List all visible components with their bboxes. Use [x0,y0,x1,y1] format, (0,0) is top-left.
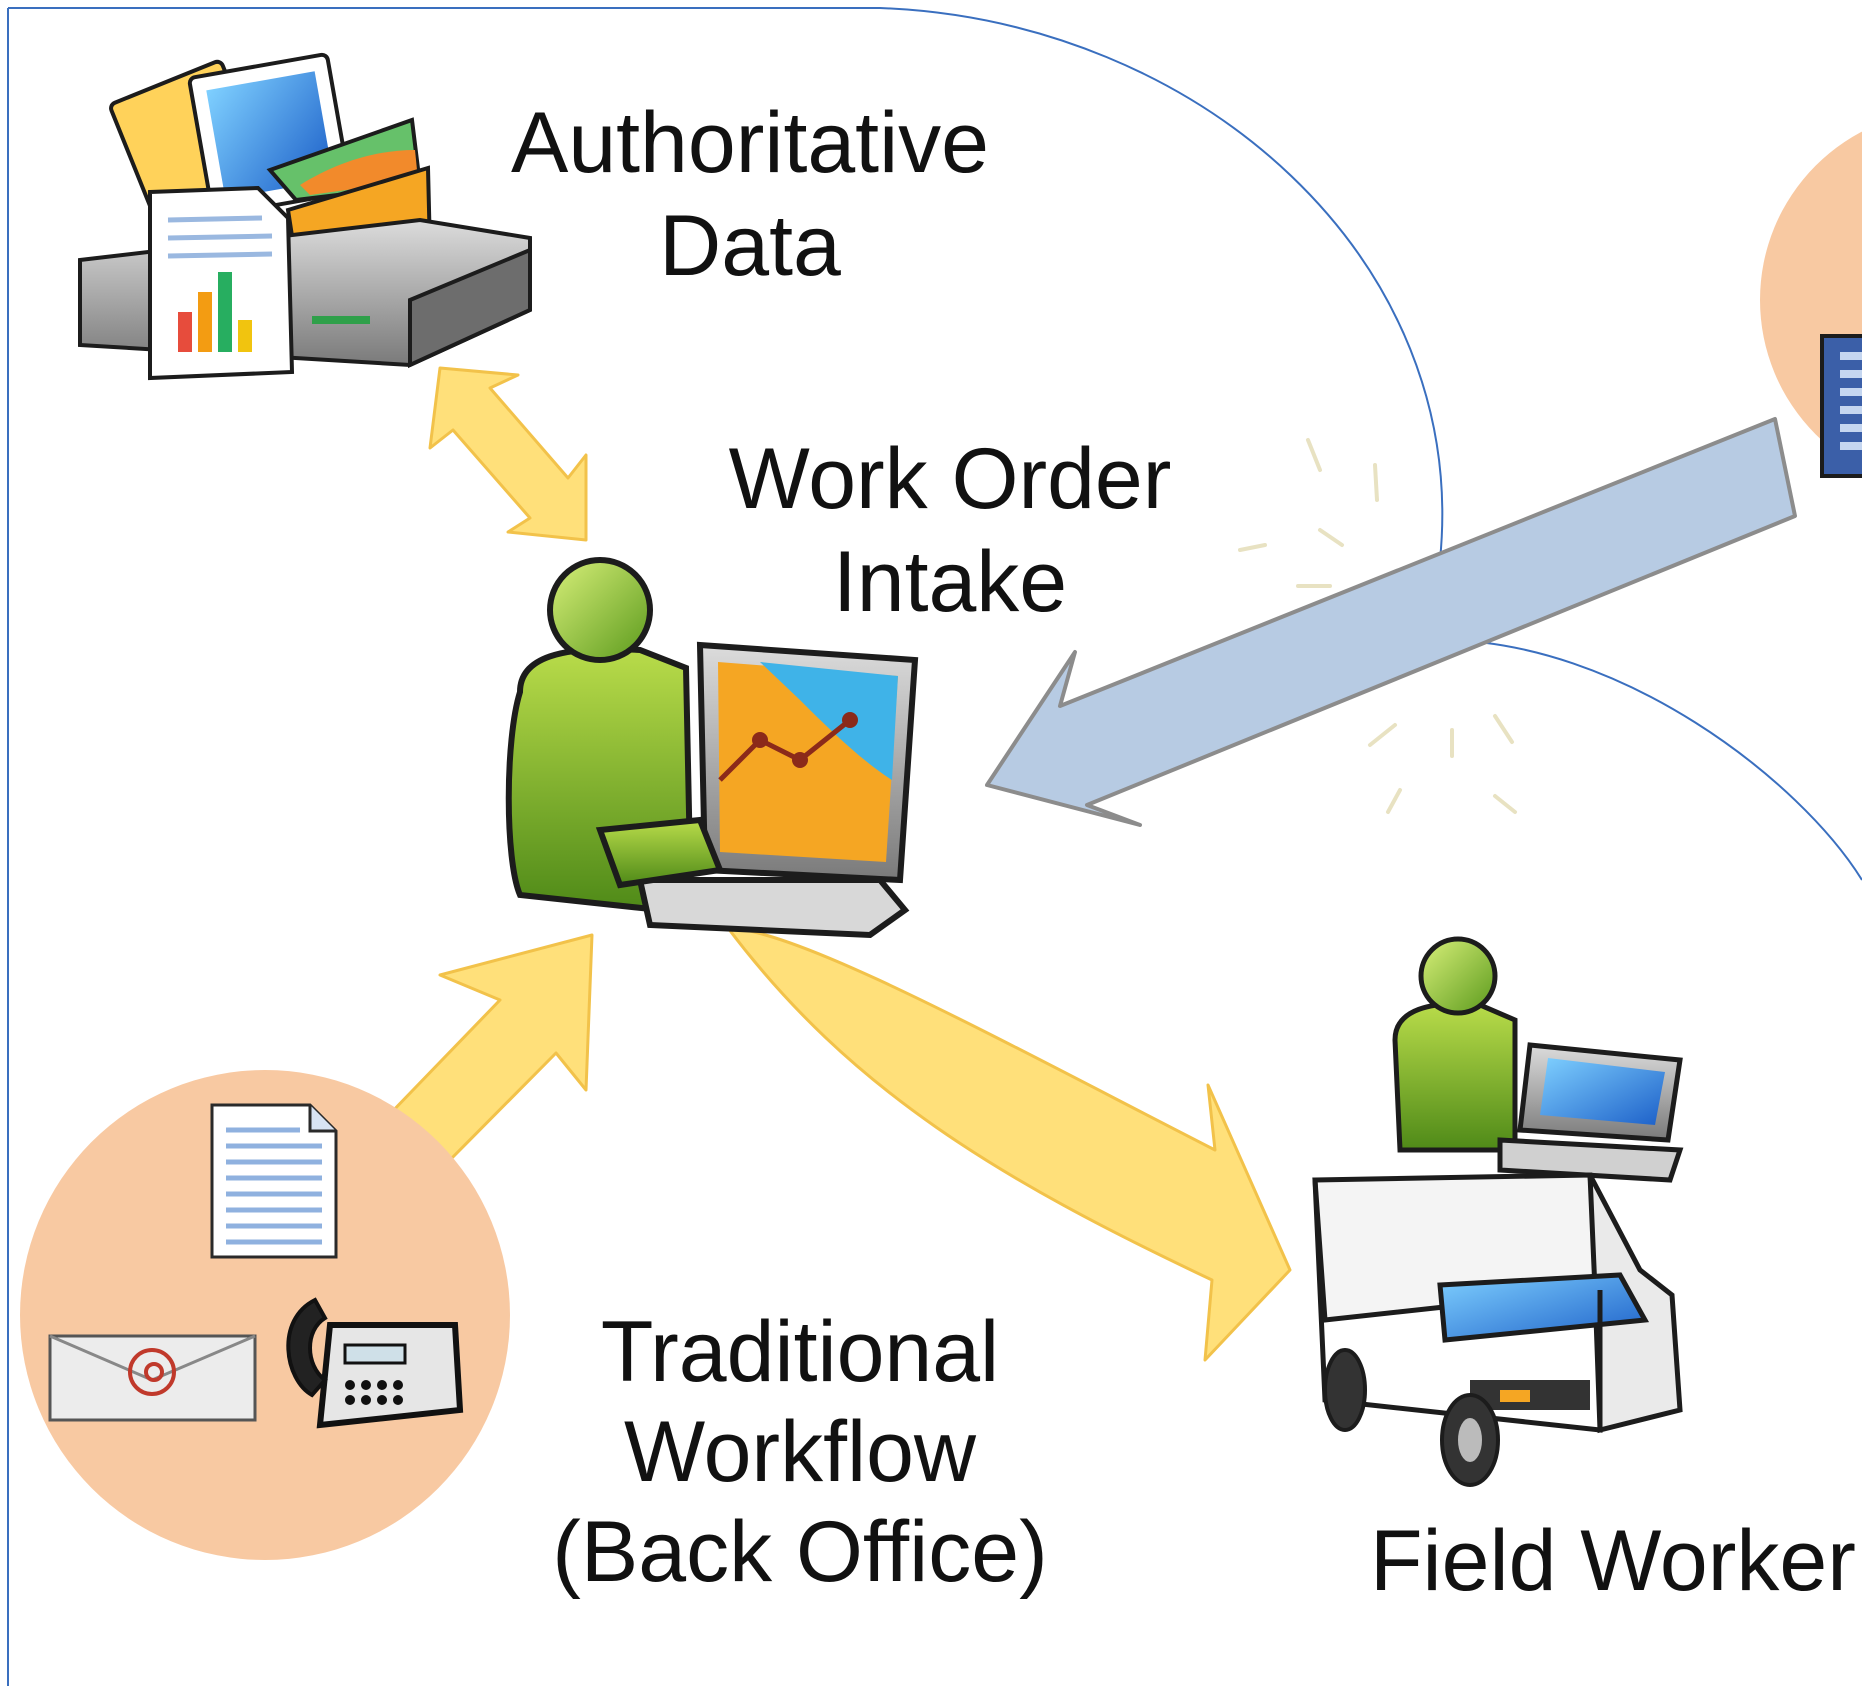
traditional-workflow-label: Traditional Workflow (Back Office) [500,1303,1100,1602]
traditional-workflow-label-line-2: Workflow [623,1403,977,1500]
arrow-traditional-to-intake [384,933,594,1167]
authoritative-data-label-line-2: Data [659,198,841,295]
arrow-external-to-intake [985,417,1797,827]
arrow-authoritative-data-intake [428,366,588,542]
work-order-intake-label-line-1: Work Order [728,431,1172,527]
authoritative-data-label: Authoritative Data [500,92,1000,298]
region-outline-lower [1439,639,1862,881]
server-with-maps-and-report-icon [78,52,532,381]
person-at-computer-icon [505,557,919,939]
traditional-workflow-label-line-1: Traditional [600,1304,1000,1400]
external-document-icon [1820,334,1862,478]
work-order-intake-label-line-2: Intake [832,534,1068,631]
field-worker-label-line-1: Field Worker [1370,1513,1856,1609]
sparkle-marks-upper [1238,438,1379,588]
region-outline-top [8,7,1444,561]
field-worker-label: Field Worker [1370,1510,1862,1613]
arrow-intake-to-field-worker [726,926,1292,1362]
email-icon [48,1334,257,1422]
telephone-icon [286,1297,464,1429]
person-with-laptop-on-truck-icon [1312,936,1684,1487]
sparkle-marks-lower [1368,714,1517,814]
work-order-intake-label: Work Order Intake [700,428,1200,634]
authoritative-data-label-line-1: Authoritative [510,95,990,191]
document-icon [210,1103,338,1259]
traditional-source-circle [20,1070,510,1560]
traditional-workflow-label-line-3: (Back Office) [552,1503,1048,1600]
